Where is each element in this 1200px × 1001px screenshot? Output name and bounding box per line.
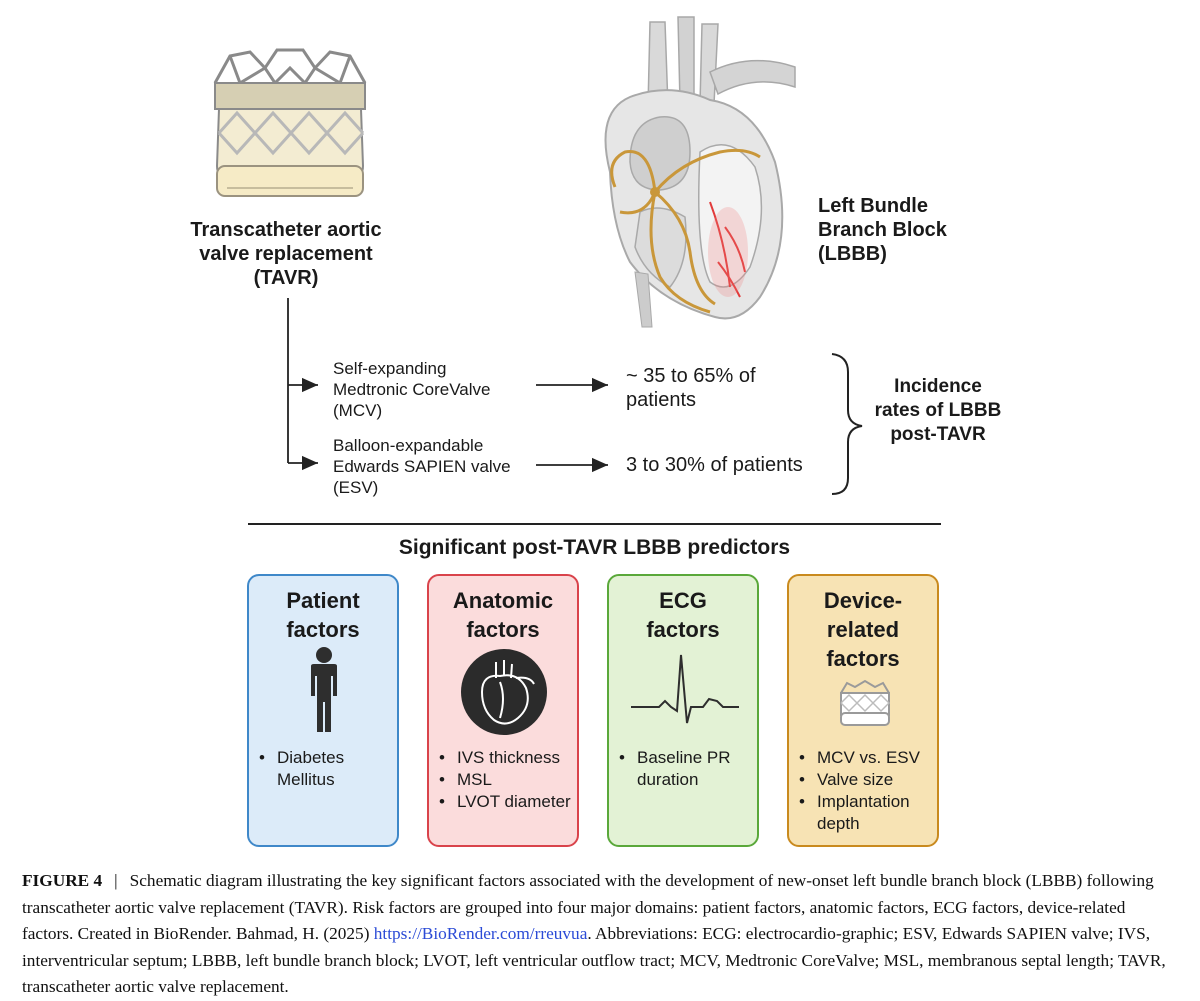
branch-esv-label: Balloon-expandable Edwards SAPIEN valve … (333, 436, 511, 497)
heart-conduction-illustration (604, 16, 796, 328)
rate-mcv: ~ 35 to 65% of patients (626, 365, 756, 411)
bullet-list: MCV vs. ESV Valve size Implantation dept… (789, 747, 920, 835)
tavr-valve-illustration (213, 48, 367, 197)
ecg-factors-box: ECG factors Baseline PR duration (607, 574, 759, 847)
list-item: MSL (439, 769, 571, 791)
lbbb-label: Left Bundle Branch Block (LBBB) (818, 195, 947, 265)
caption-separator: | (114, 871, 118, 890)
branch-mcv-label: Self-expanding Medtronic CoreValve (MCV) (333, 359, 491, 420)
incidence-brace (831, 353, 863, 495)
box-title: ECG factors (646, 588, 720, 642)
bullet-list: IVS thickness MSL LVOT diameter (429, 747, 571, 813)
device-factors-box: Device- related factors MCV vs. ESV Valv… (787, 574, 939, 847)
caption-text: Schematic diagram illustrating the key s… (22, 871, 1154, 943)
incidence-label: Incidence rates of LBBB post-TAVR (874, 376, 1002, 445)
box-title: Device- related factors (823, 588, 903, 671)
heart-icon (461, 649, 547, 735)
list-item: Valve size (799, 769, 920, 791)
list-item: MCV vs. ESV (799, 747, 920, 769)
person-icon (311, 647, 337, 732)
list-item: duration (637, 770, 699, 789)
section-divider (248, 523, 941, 525)
anatomic-factors-box: Anatomic factors IVS thickness MSL LVOT … (427, 574, 579, 847)
list-item: Diabetes (259, 747, 344, 769)
ecg-waveform-icon (631, 654, 739, 724)
list-item: LVOT diameter (439, 791, 571, 813)
figure-caption: FIGURE 4 |Schematic diagram illustrating … (22, 868, 1180, 1001)
list-item: Baseline PR (619, 747, 730, 769)
box-title: Anatomic factors (452, 588, 554, 642)
box-title: Patient factors (286, 588, 360, 642)
rate-esv: 3 to 30% of patients (626, 454, 803, 476)
figure-label: FIGURE 4 (22, 871, 103, 890)
bullet-list: Diabetes Mellitus (249, 747, 344, 791)
caption-text-after: . Abbreviations: ECG: electrocardio-grap… (22, 924, 1166, 996)
biorender-link[interactable]: https://BioRender.com/rreuvua (373, 924, 588, 943)
list-item: IVS thickness (439, 747, 571, 769)
predictors-title: Significant post-TAVR LBBB predictors (398, 536, 791, 559)
tavr-label: Transcatheter aortic valve replacement (… (190, 219, 382, 289)
bullet-list: Baseline PR duration (609, 747, 730, 791)
valve-icon (840, 679, 891, 726)
list-item: Mellitus (277, 770, 335, 789)
patient-factors-box: Patient factors Diabetes Mellitus (247, 574, 399, 847)
list-item: depth (817, 814, 860, 833)
flow-connectors (287, 298, 863, 495)
list-item: Implantation (799, 791, 920, 813)
